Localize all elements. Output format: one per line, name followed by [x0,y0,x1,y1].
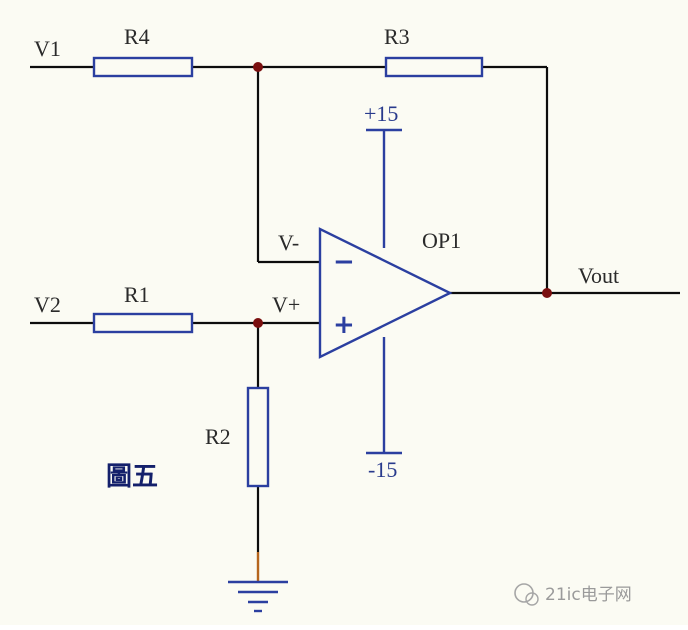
label-v2: V2 [34,292,61,317]
junction-noninverting [253,318,263,328]
resistor-r4 [92,56,194,78]
watermark-logo-icon-inner [525,592,539,606]
label-v1: V1 [34,36,61,61]
junction-inverting [253,62,263,72]
label-r1: R1 [124,282,150,307]
resistor-r3 [384,56,484,78]
label-op1: OP1 [422,228,461,253]
opamp-op1-body [318,227,453,359]
label-positive-supply: +15 [364,101,398,126]
label-vout: Vout [578,263,619,288]
junction-output [542,288,552,298]
opamp-plus-sign: + [333,310,355,340]
watermark-text: 21ic电子网 [545,585,632,605]
resistor-r1 [92,312,194,334]
label-r3: R3 [384,24,410,49]
label-negative-supply: -15 [368,457,397,482]
opamp-minus-sign: − [333,247,355,277]
label-r2: R2 [205,424,231,449]
resistor-r2 [246,386,270,488]
watermark: 21ic电子网 [514,583,632,606]
label-v-plus: V+ [272,292,300,317]
label-v-minus: V- [278,230,299,255]
label-r4: R4 [124,24,150,49]
figure-caption: 圖五 [106,462,158,492]
